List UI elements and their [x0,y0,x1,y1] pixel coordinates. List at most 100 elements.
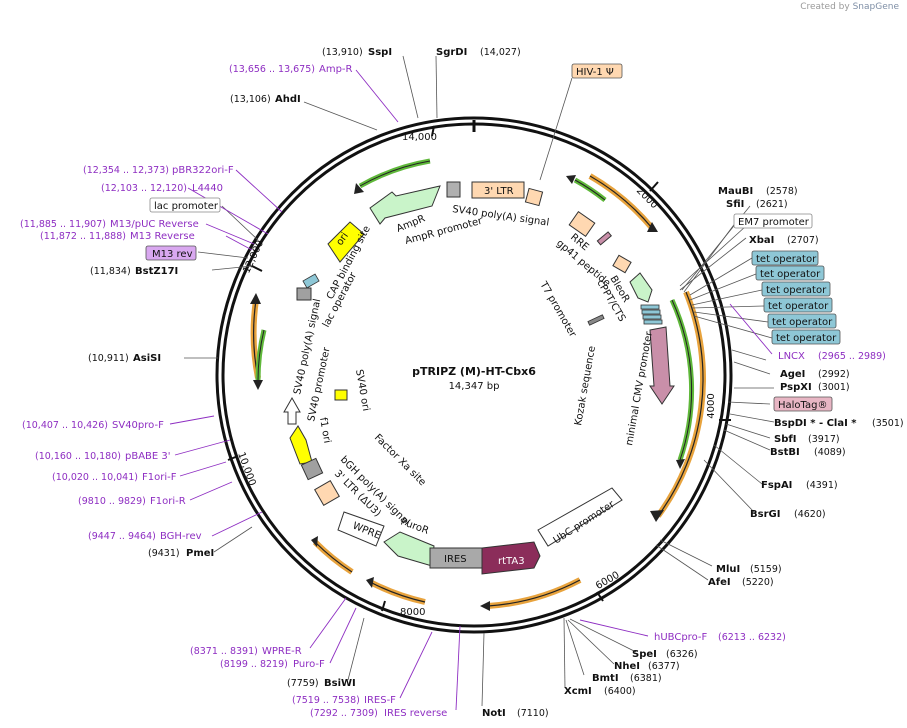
factor-xa-label: Factor Xa site [372,432,428,488]
bspDI-pos: (3501) [872,418,904,429]
sv40-polya-box [300,457,324,481]
iresF-name: IRES-F [364,695,396,706]
rtta3-arrow [481,541,541,575]
tick-8000: 8000 [400,607,425,618]
hubc-pos: (6213 .. 6232) [718,632,786,643]
mauBI-pos: (2578) [766,186,798,197]
m13puc-pos: (11,885 .. 11,907) [20,219,106,230]
f1oriF-name: F1ori-F [142,472,177,483]
notI-pos: (7110) [517,708,549,719]
minimal-cmv-label: minimal CMV promoter [624,330,655,447]
sbfI-name: SbfI [774,434,796,445]
inner-features: 3' LTR ori WPRE IRES rtTA3 [283,181,675,575]
bmtI-name: BmtI [592,673,619,684]
sgrDI-name: SgrDI [436,47,467,58]
nheI-name: NheI [614,661,640,672]
lac-op-box [302,273,320,289]
tick-10000: 10,000 [235,451,257,488]
ltr-3-box [471,181,525,199]
ampR-arrow [369,185,441,225]
sv40-promoter-arrow [283,396,301,425]
bsrGI-pos: (4620) [794,509,826,520]
rre-box [568,211,596,237]
f1-ori-arrow [289,425,313,465]
plasmid-length: 14,347 bp [449,381,500,392]
tet-operator-box-6 [771,329,841,345]
orange-arc-3 [487,577,582,609]
cap-site-box [296,287,312,301]
sspI-pos: (13,910) [322,47,363,58]
hiv1-box [571,63,623,79]
tet-operator-label-5: tet operator [772,317,833,328]
tet-operator-label-3: tet operator [766,285,827,296]
wpre-box [337,511,385,547]
halotag-box [773,396,833,412]
gp41-box [596,231,612,246]
cppt-box [612,254,632,274]
ubc-promoter-arrow [537,487,623,547]
pbr322-pos: (12,354 .. 12,373) [83,165,169,176]
tet-operator-cluster [640,304,663,325]
pmeI-name: PmeI [186,548,214,559]
sbfI-pos: (3917) [808,434,840,445]
tet-operator-label-1: tet operator [756,254,817,265]
tet-operator-box-2 [755,265,825,281]
f1oriF-pos: (10,020 .. 10,041) [52,472,138,483]
afeI-pos: (5220) [742,577,774,588]
kozak-label: Kozak sequence [573,345,598,426]
bstBI-pos: (4089) [814,447,846,458]
bmtI-pos: (6381) [630,673,662,684]
lac-promoter-box [149,197,221,213]
ltr-small-box [524,187,544,207]
pmeI-pos: (9431) [148,548,180,559]
boxed-labels: lac promoter M13 rev HIV-1 Ψ EM7 promote… [145,63,841,412]
pbabe3-pos: (10,160 .. 10,180) [35,451,121,462]
ltr-3-label: 3' LTR [484,186,514,197]
puroF-name: Puro-F [293,659,325,670]
puroR-arrow [383,531,435,567]
m13rev-primer-name: M13 Reverse [130,231,195,242]
t7-label: T7 promoter [537,279,578,340]
backbone-outer [215,116,733,634]
iresRev-pos: (7292 .. 7309) [310,708,378,719]
ori-arrow [327,221,365,263]
em7-label: EM7 promoter [738,217,810,228]
bsiWI-pos: (7759) [287,678,319,689]
asiSI-name: AsiSI [133,353,161,364]
sv40pro-name: SV40pro-F [112,420,164,431]
ageI-pos: (2992) [818,369,850,380]
bstZ17I-name: BstZ17I [135,266,178,277]
m13rev-primer-pos: (11,872 .. 11,888) [40,231,126,242]
m13rev-box [145,245,197,261]
lac-promoter-label: lac promoter [154,201,219,212]
bspDI-name: BspDI * - ClaI * [774,418,857,429]
orange-arc-5 [312,539,354,575]
bstBI-name: BstBI [770,447,800,458]
primer-connectors [169,69,773,711]
credit-prefix: Created by [800,2,850,12]
tet-operator-label-6: tet operator [776,333,837,344]
pspXI-pos: (3001) [818,382,850,393]
pspXI-name: PspXI [780,382,812,393]
green-feature-arrows [253,158,695,469]
tick-2000: 2000 [634,185,660,211]
m13puc-name: M13/pUC Reverse [110,219,199,230]
wpreR-pos: (8371 .. 8391) [190,646,258,657]
tet-operator-box-5 [767,313,837,329]
m13rev-box-label: M13 rev [152,249,193,260]
sfiI-name: SfiI [726,199,744,210]
hiv1-label: HIV-1 Ψ [576,67,614,78]
sspI-name: SspI [368,47,392,58]
ahdI-pos: (13,106) [230,94,271,105]
xcmI-name: XcmI [564,686,592,697]
xbaI-pos: (2707) [787,235,819,246]
tet-operator-box-3 [761,281,831,297]
sv40-ori-label: SV40 ori [353,369,371,412]
restriction-sites: (13,910) SspI SgrDI (14,027) (13,106) Ah… [88,47,904,719]
bleoR-arrow [629,272,653,303]
sv40-ori-box [334,389,348,401]
tet-operator-box-1 [751,250,819,266]
tet-operator-box-4 [763,297,833,313]
afeI-name: AfeI [708,577,731,588]
ampR-primer-pos: (13,656 .. 13,675) [229,64,315,75]
